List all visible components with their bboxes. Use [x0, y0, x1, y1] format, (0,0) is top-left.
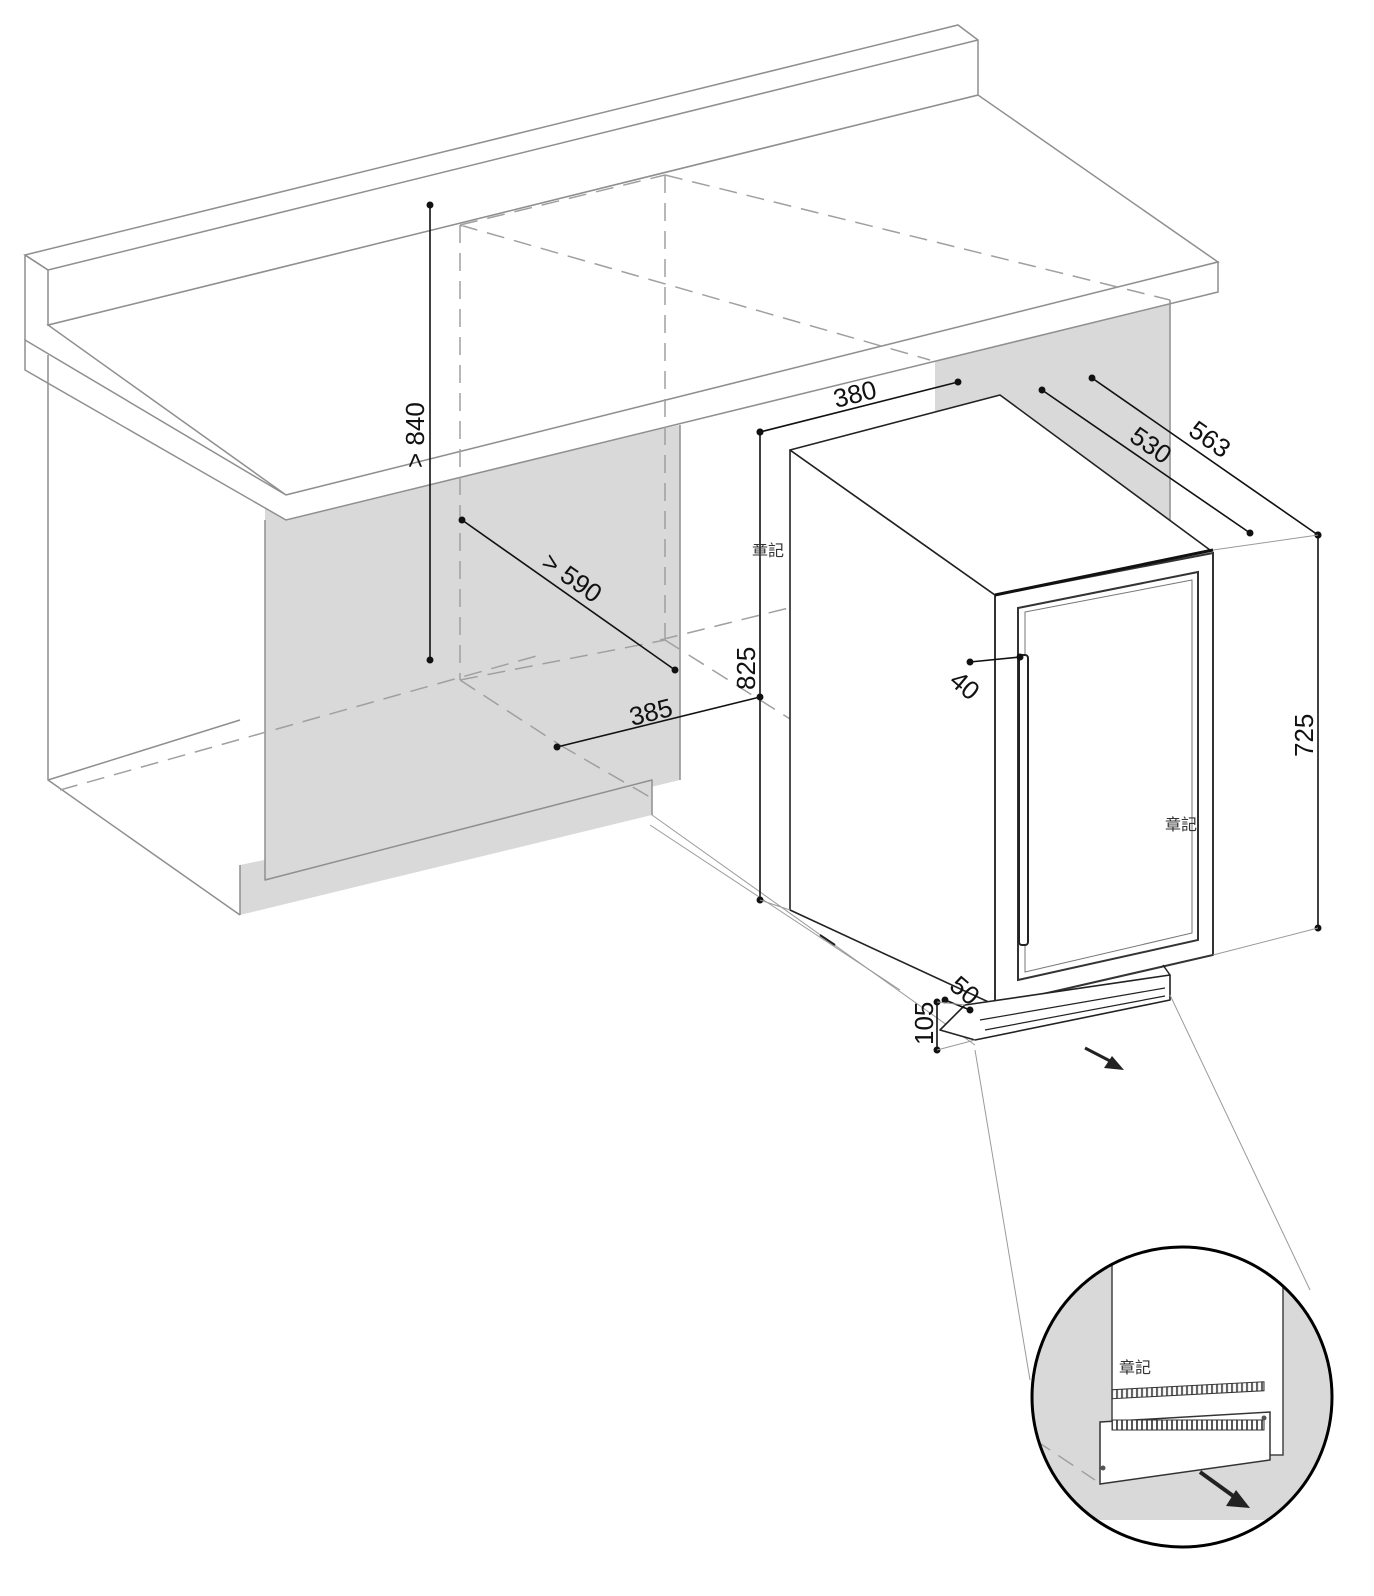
left-cabinet-plinth [240, 780, 652, 915]
appliance-door-glass [1017, 570, 1199, 982]
dimension-lines [426, 201, 1322, 1054]
appliance-total-depth-label: 563 [1184, 414, 1237, 463]
detail-label: 章記 [1119, 1358, 1151, 1377]
detail-callout: 章記 [974, 994, 1334, 1549]
detail-airflow-arrow-icon [1198, 1470, 1250, 1508]
detail-circle [1030, 1245, 1334, 1549]
wine-cooler [789, 394, 1214, 1070]
door-height-label: 725 [1289, 714, 1319, 757]
door-label: 章記 [1165, 815, 1197, 834]
door-handle [1018, 654, 1029, 946]
niche-height-label: > 840 [400, 402, 430, 468]
plinth-height-label: 105 [909, 1002, 939, 1045]
ventilation-grille-icon [1111, 1419, 1265, 1431]
airflow-arrow-icon [1084, 1046, 1124, 1070]
countertop-front-edge [24, 261, 1219, 521]
appliance-height-label: 825 [731, 647, 761, 690]
side-label: 章記 [752, 541, 784, 560]
